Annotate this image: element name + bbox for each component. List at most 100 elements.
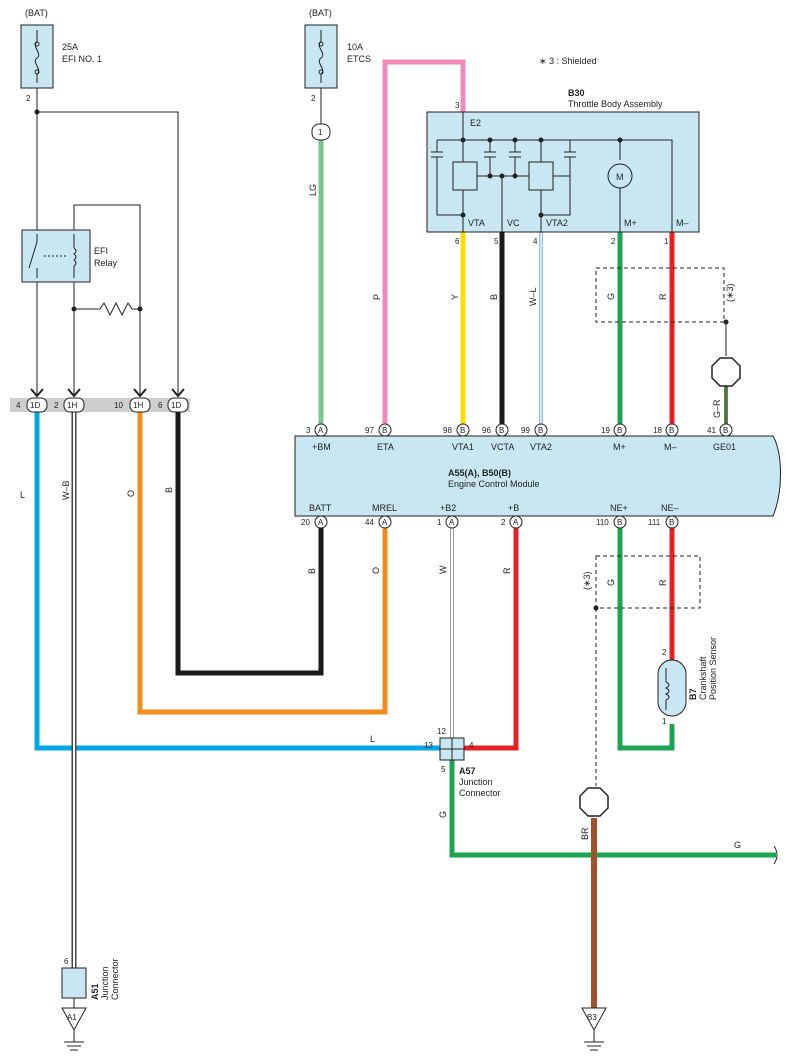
svg-text:GE01: GE01 [713, 442, 736, 452]
wire-b-batt [175, 412, 324, 676]
svg-text:A57: A57 [459, 766, 476, 776]
svg-text:10: 10 [114, 401, 123, 410]
svg-text:6: 6 [64, 957, 69, 966]
svg-text:B: B [307, 568, 317, 574]
svg-text:1H: 1H [67, 401, 77, 410]
svg-text:B: B [538, 426, 543, 435]
svg-text:BATT: BATT [309, 503, 332, 513]
svg-text:2: 2 [26, 94, 31, 103]
svg-text:M–: M– [676, 218, 689, 228]
svg-text:A: A [513, 518, 519, 527]
svg-text:P: P [372, 294, 382, 300]
svg-text:1H: 1H [133, 401, 143, 410]
svg-text:Position Sensor: Position Sensor [708, 637, 718, 700]
svg-text:4: 4 [16, 401, 21, 410]
svg-text:VTA1: VTA1 [452, 442, 474, 452]
svg-text:G: G [438, 811, 448, 818]
svg-text:111: 111 [648, 518, 661, 527]
wire-p [382, 59, 466, 424]
svg-text:NE–: NE– [661, 503, 679, 513]
svg-text:5: 5 [441, 765, 446, 774]
svg-text:2: 2 [54, 401, 59, 410]
fuse-etcs: (BAT) 10A ETCS 2 1 [304, 8, 371, 141]
note-shielded: ∗ 3 : Shielded [539, 56, 597, 66]
svg-text:2: 2 [662, 648, 667, 657]
efi-relay: EFI Relay [21, 229, 118, 283]
junction-connector-a57: 12 13 4 5 A57 Junction Connector [424, 727, 501, 798]
ground-splice-ge01 [711, 357, 741, 387]
svg-text:10A: 10A [347, 42, 363, 52]
svg-text:R: R [658, 293, 668, 300]
svg-text:A55(A), B50(B): A55(A), B50(B) [448, 468, 511, 478]
svg-text:W: W [438, 565, 448, 574]
svg-text:4: 4 [533, 237, 538, 246]
svg-text:19: 19 [601, 426, 610, 435]
svg-text:VTA: VTA [468, 218, 485, 228]
svg-text:R: R [502, 567, 512, 574]
svg-text:M+: M+ [624, 218, 637, 228]
svg-text:O: O [126, 490, 136, 497]
svg-text:B: B [617, 518, 622, 527]
ground-b3: B3 [581, 1007, 607, 1051]
junction-bar: 1D 4 1H 2 1H 10 1D 6 [10, 388, 190, 413]
svg-text:20: 20 [301, 518, 310, 527]
svg-text:B: B [669, 518, 674, 527]
svg-text:Junction: Junction [459, 777, 493, 787]
svg-text:VTA2: VTA2 [530, 442, 552, 452]
svg-text:Throttle Body Assembly: Throttle Body Assembly [568, 99, 663, 109]
svg-text:Engine Control Module: Engine Control Module [448, 479, 540, 489]
svg-text:L: L [370, 734, 375, 744]
svg-text:Junction: Junction [100, 966, 110, 1000]
svg-text:2: 2 [611, 237, 616, 246]
wire-g-bottom [449, 756, 776, 858]
svg-text:+B2: +B2 [440, 503, 456, 513]
svg-text:1: 1 [664, 237, 669, 246]
engine-control-module: A55(A), B50(B) Engine Control Module [294, 435, 781, 517]
svg-text:G–R: G–R [712, 399, 722, 418]
svg-text:VC: VC [507, 218, 520, 228]
svg-text:(∗3): (∗3) [582, 571, 592, 590]
svg-text:B: B [617, 426, 622, 435]
svg-text:B: B [164, 487, 174, 493]
svg-text:41: 41 [707, 426, 716, 435]
svg-text:G: G [606, 293, 616, 300]
svg-text:Connector: Connector [110, 958, 120, 1000]
svg-text:VCTA: VCTA [491, 442, 514, 452]
svg-text:1: 1 [662, 717, 667, 726]
svg-text:98: 98 [443, 426, 452, 435]
svg-text:(BAT): (BAT) [309, 8, 332, 18]
svg-text:+BM: +BM [312, 442, 331, 452]
svg-text:12: 12 [437, 727, 446, 736]
ground-splice-br [579, 787, 609, 817]
svg-text:A1: A1 [67, 1013, 77, 1022]
svg-text:W–L: W–L [528, 287, 538, 306]
svg-text:W–B: W–B [61, 480, 71, 500]
svg-text:1: 1 [437, 518, 442, 527]
svg-text:Y: Y [450, 294, 460, 300]
svg-text:2: 2 [501, 518, 506, 527]
svg-text:Relay: Relay [94, 258, 118, 268]
svg-text:M+: M+ [613, 442, 626, 452]
svg-text:Crankshaft: Crankshaft [698, 656, 708, 700]
throttle-body-assembly: B30 Throttle Body Assembly 3 E2 [426, 88, 700, 246]
svg-text:B7: B7 [688, 688, 698, 700]
crankshaft-position-sensor: 2 1 B7 Crankshaft Position Sensor [657, 637, 718, 726]
wire-g-ne [617, 528, 675, 751]
svg-text:(∗3): (∗3) [725, 283, 735, 302]
svg-text:110: 110 [596, 518, 609, 527]
svg-text:B: B [382, 426, 387, 435]
svg-text:3: 3 [455, 101, 460, 110]
wire-r-b [460, 528, 519, 751]
svg-text:1D: 1D [30, 401, 40, 410]
fuse-efi: (BAT) 25A EFI NO. 1 2 [20, 8, 102, 103]
svg-text:MREL: MREL [372, 503, 397, 513]
svg-text:G: G [606, 579, 616, 586]
svg-text:99: 99 [521, 426, 530, 435]
svg-text:B: B [460, 426, 465, 435]
svg-text:18: 18 [653, 426, 662, 435]
svg-text:A: A [318, 518, 324, 527]
svg-text:B3: B3 [587, 1013, 597, 1022]
svg-text:E2: E2 [470, 118, 481, 128]
